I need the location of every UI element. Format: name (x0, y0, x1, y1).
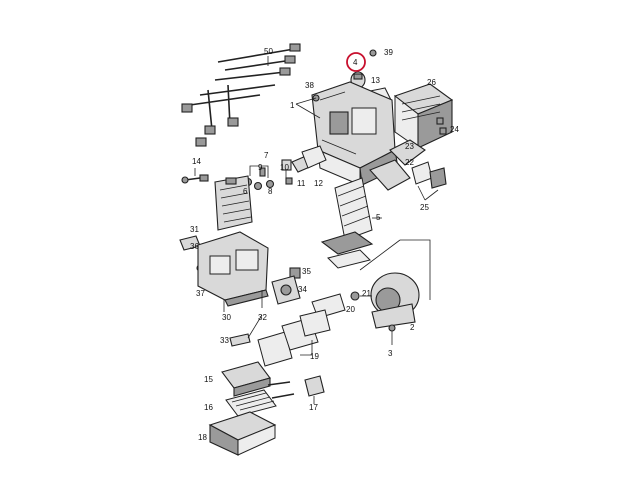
label-17: 17 (309, 403, 318, 412)
label-1: 1 (290, 101, 295, 110)
label-5: 5 (376, 213, 381, 222)
label-34: 34 (298, 285, 307, 294)
label-10: 10 (280, 163, 289, 172)
heat-exchanger-31-part (214, 175, 253, 231)
actuator-34-part (271, 275, 301, 305)
label-16: 16 (204, 403, 213, 412)
label-25: 25 (420, 203, 429, 212)
seal-20-part (350, 291, 360, 301)
pollen-filter-5-part (320, 177, 374, 255)
label-24: 24 (450, 125, 459, 134)
connector-33-part (229, 314, 263, 347)
label-23: 23 (405, 142, 414, 151)
filter-cover-15-part (221, 361, 271, 397)
wiring-harness-part (181, 43, 301, 147)
label-36: 36 (190, 242, 199, 251)
callout-labels: 50 39 4 13 26 38 1 24 23 22 7 9 10 14 6 … (190, 47, 459, 442)
duct-22-part (369, 159, 411, 191)
filter-housing-18-part (208, 411, 277, 456)
label-13: 13 (371, 76, 380, 85)
label-21: 21 (362, 289, 371, 298)
label-3: 3 (388, 349, 393, 358)
label-33: 33 (220, 336, 229, 345)
clip-24-part (436, 117, 447, 135)
label-2: 2 (410, 323, 415, 332)
highlight-ring-4 (346, 52, 366, 72)
label-35: 35 (302, 267, 311, 276)
label-50: 50 (264, 47, 273, 56)
heater-housing-1-part (311, 81, 399, 186)
label-31: 31 (190, 225, 199, 234)
filter-element-16-part (225, 389, 277, 417)
label-20: 20 (346, 305, 355, 314)
label-14: 14 (192, 157, 201, 166)
label-26: 26 (427, 78, 436, 87)
blower-motor-2-part (370, 272, 420, 329)
bracket-17-part (304, 375, 325, 404)
screw-3-part (388, 324, 396, 345)
label-30: 30 (222, 313, 231, 322)
label-32: 32 (258, 313, 267, 322)
label-7: 7 (264, 151, 269, 160)
label-18: 18 (198, 433, 207, 442)
flap-set-19-part (257, 309, 331, 367)
screw-39-part (369, 49, 377, 57)
label-4: 4 (353, 58, 358, 67)
evaporator-housing-26-part (393, 83, 454, 149)
duct-23-part (389, 139, 426, 166)
label-22: 22 (405, 158, 414, 167)
label-12: 12 (314, 179, 323, 188)
flap-25-part (411, 161, 447, 189)
label-6: 6 (243, 187, 248, 196)
sensor-14-part (181, 174, 209, 184)
bracket-part (327, 249, 371, 269)
distribution-housing-30-part (197, 231, 269, 307)
label-8: 8 (268, 187, 273, 196)
label-9: 9 (258, 163, 263, 172)
label-37: 37 (196, 289, 205, 298)
label-19: 19 (310, 352, 319, 361)
label-39: 39 (384, 48, 393, 57)
label-15: 15 (204, 375, 213, 384)
label-11: 11 (297, 179, 306, 188)
label-38: 38 (305, 81, 314, 90)
